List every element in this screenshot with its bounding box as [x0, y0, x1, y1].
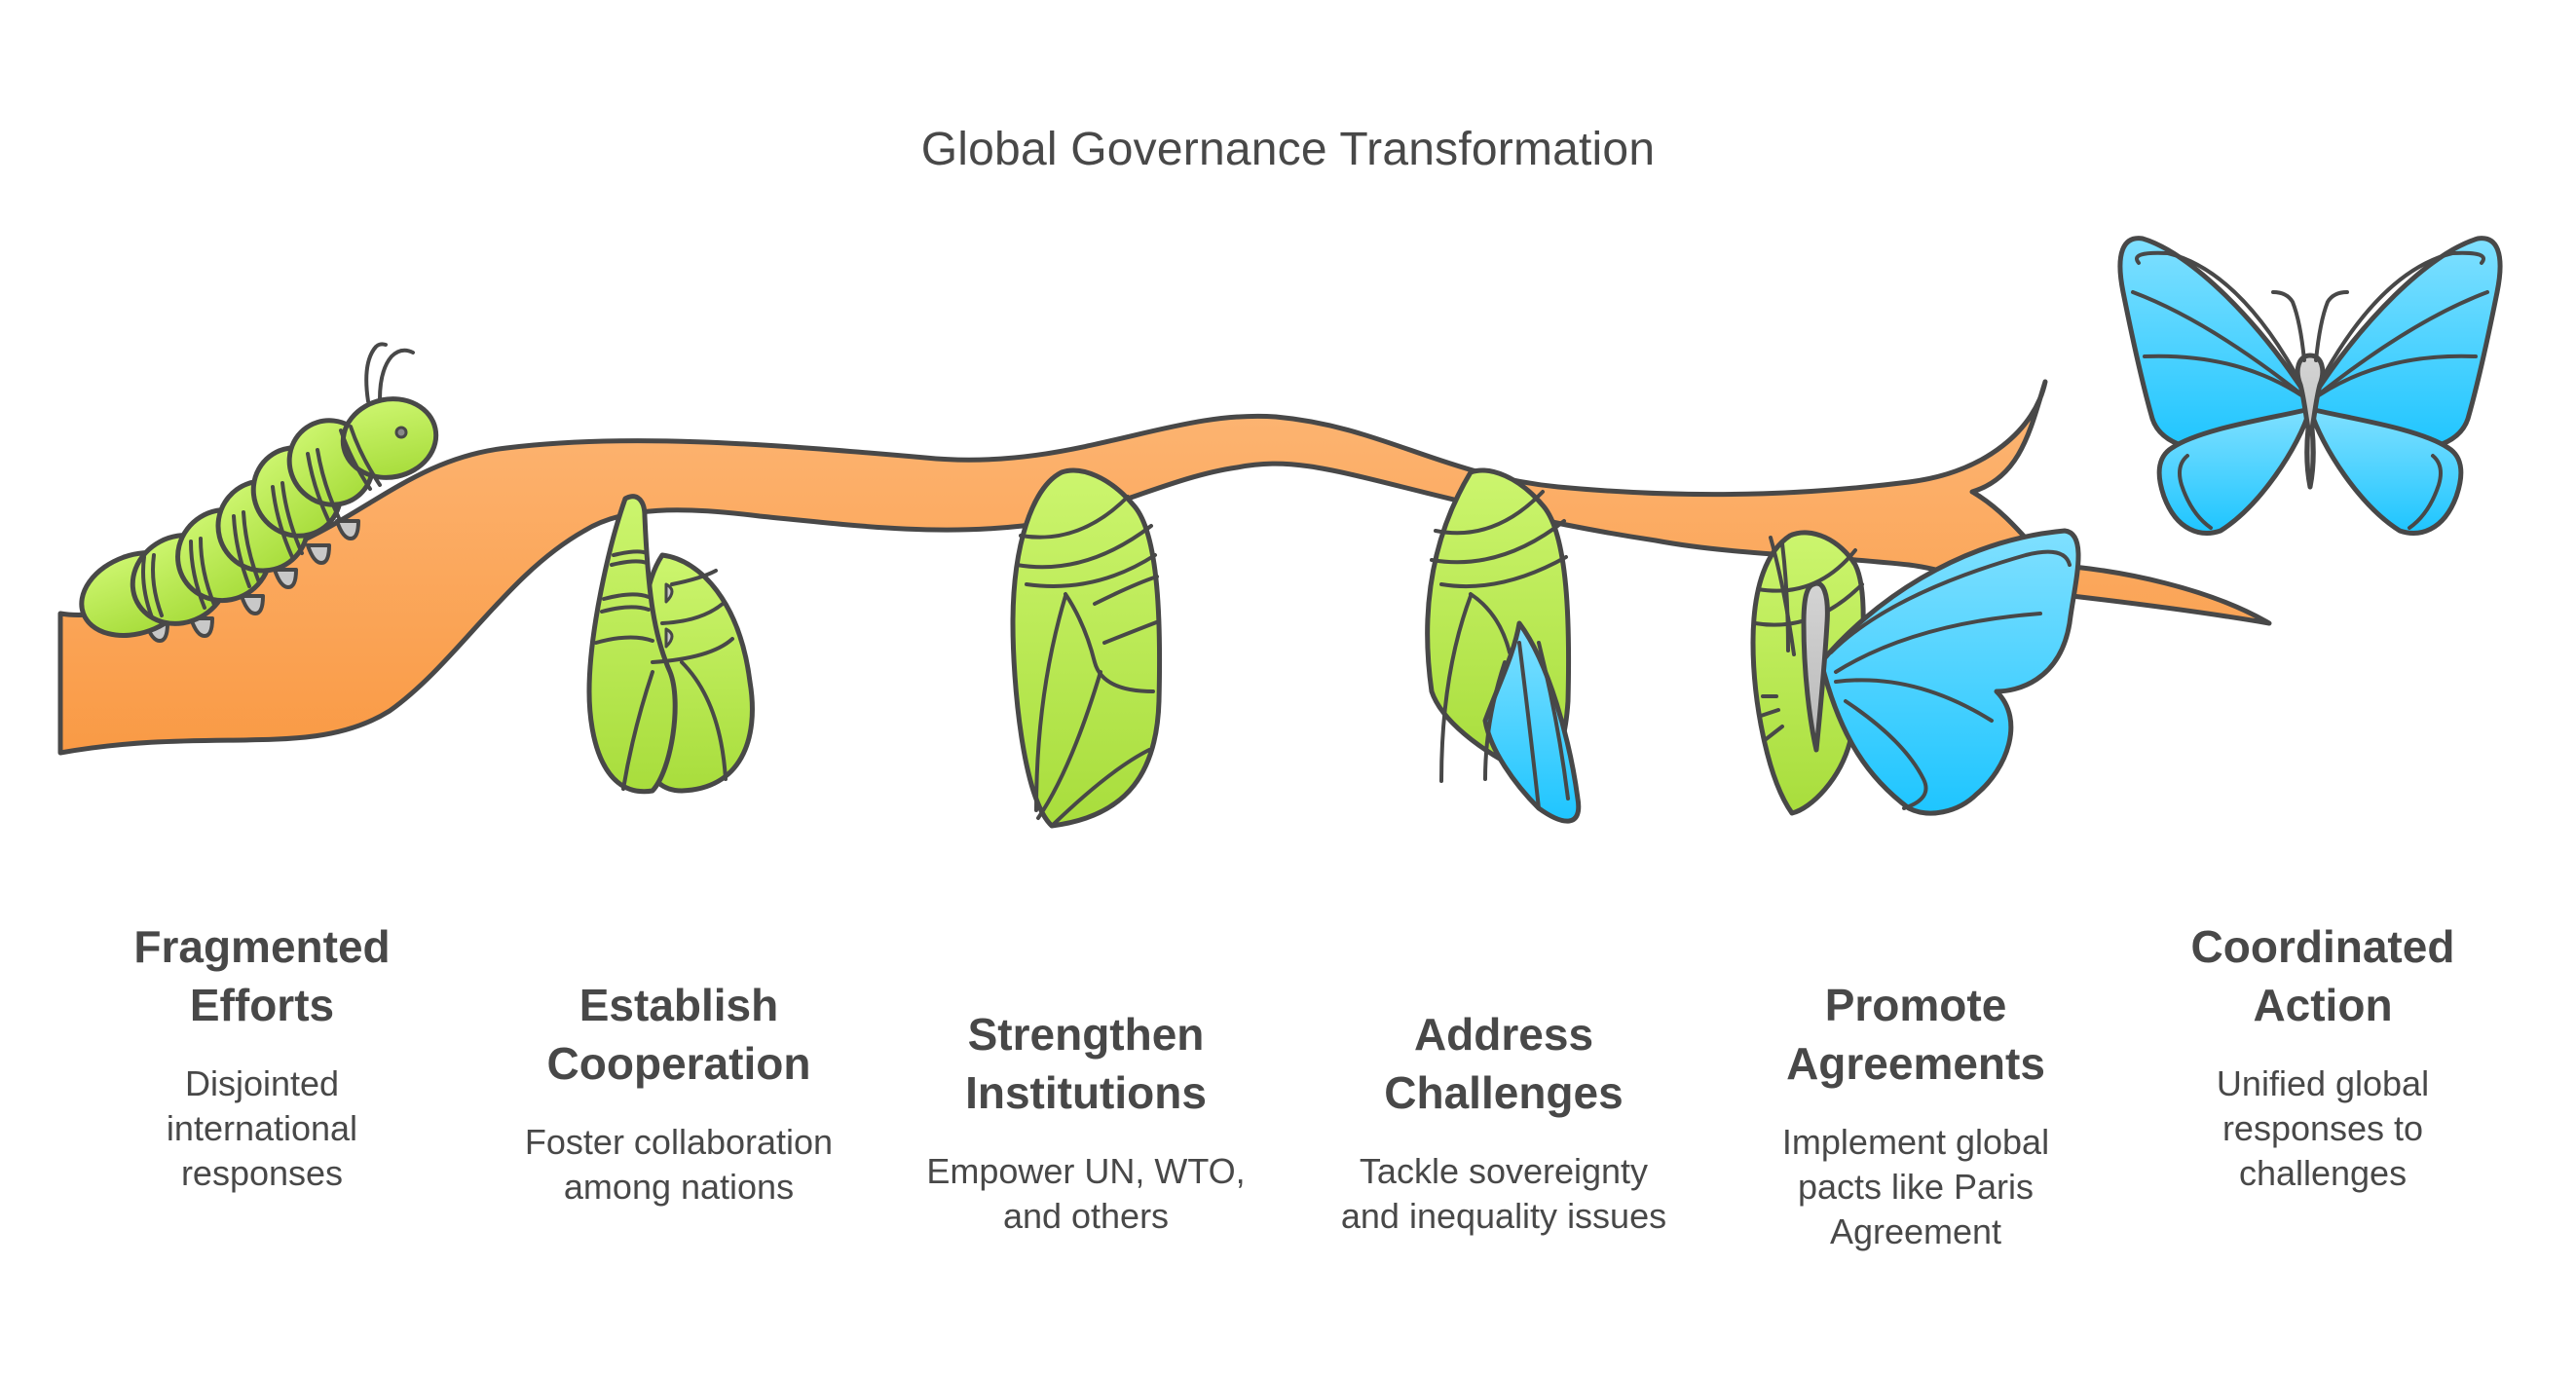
chrysalis-icon: [1010, 467, 1163, 829]
stage-description: Unified global responses to challenges: [2216, 1063, 2430, 1193]
stage-strengthen-institutions: Strengthen Institutions Empower UN, WTO,…: [901, 1005, 1271, 1239]
branch-icon: [57, 379, 2272, 756]
curled-pupa-icon: [586, 494, 755, 795]
diagram-title: Global Governance Transformation: [920, 124, 1656, 175]
caterpillar-icon: [79, 342, 439, 643]
stage-description: Implement global pacts like Paris Agreem…: [1781, 1122, 2050, 1251]
stage-address-challenges: Address Challenges Tackle sovereignty an…: [1319, 1005, 1689, 1239]
stage-description: Foster collaboration among nations: [524, 1122, 834, 1207]
stage-title: Coordinated Action: [2190, 921, 2455, 1030]
stage-promote-agreements: Promote Agreements Implement global pact…: [1731, 976, 2101, 1254]
chrysalis-wing-showing-icon: [1425, 467, 1582, 824]
stage-title: Address Challenges: [1384, 1009, 1624, 1118]
stage-description: Disjointed international responses: [166, 1063, 358, 1193]
stage-title: Establish Cooperation: [546, 980, 811, 1089]
stage-description: Empower UN, WTO, and others: [926, 1151, 1246, 1236]
stage-description: Tackle sovereignty and inequality issues: [1340, 1151, 1667, 1236]
stage-fragmented-efforts: Fragmented Efforts Disjointed internatio…: [77, 917, 447, 1196]
stage-title: Strengthen Institutions: [965, 1009, 1207, 1118]
emerging-butterfly-icon: [1750, 528, 2081, 816]
butterfly-icon: [2117, 236, 2503, 536]
stage-title: Fragmented Efforts: [133, 921, 391, 1030]
stage-coordinated-action: Coordinated Action Unified global respon…: [2138, 917, 2508, 1196]
stage-establish-cooperation: Establish Cooperation Foster collaborati…: [494, 976, 864, 1210]
stage-title: Promote Agreements: [1786, 980, 2045, 1089]
